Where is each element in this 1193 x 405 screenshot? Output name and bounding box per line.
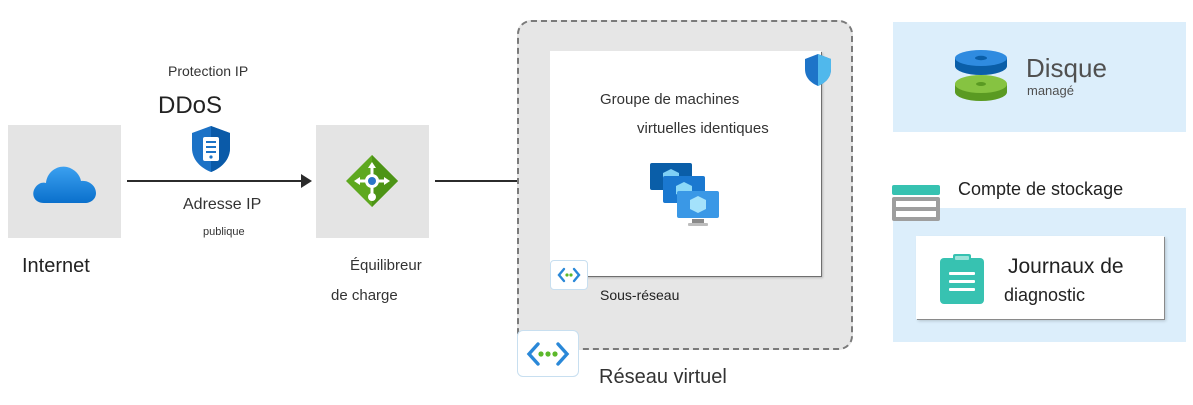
logs-label-2: diagnostic (1004, 285, 1086, 305)
virtual-network-icon (524, 340, 572, 368)
ip-protection-label: Protection IP (168, 63, 249, 79)
managed-disk-icon (953, 50, 1009, 104)
subnet-icon (556, 266, 582, 284)
storage-account-icon (892, 183, 940, 223)
vm-scale-set-icon (650, 163, 722, 233)
diagnostic-logs-card: Journaux de diagnostic (916, 236, 1164, 319)
subnet-badge (550, 260, 588, 290)
cloud-icon (30, 161, 98, 205)
ddos-title: DDoS (158, 92, 223, 119)
storage-account-label: Compte de stockage (958, 179, 1124, 199)
disk-subtitle: managé (1027, 83, 1074, 98)
load-balancer-label-2: de charge (331, 287, 398, 304)
disk-title: Disque (1026, 53, 1107, 83)
vmss-label-2: virtuelles identiques (637, 120, 769, 137)
load-balancer-label-1: Équilibreur (350, 257, 422, 274)
managed-disk-tile: Disque managé (893, 22, 1186, 132)
security-shield-icon (803, 53, 833, 87)
diagnostic-logs-icon (940, 254, 984, 304)
subnet-label: Sous-réseau (600, 287, 680, 303)
load-balancer-icon (344, 153, 400, 209)
ddos-shield-icon (189, 124, 233, 174)
public-ip-label: Adresse IP (183, 196, 262, 213)
logs-label-1: Journaux de (1008, 255, 1124, 278)
load-balancer-tile (316, 125, 429, 238)
internet-label: Internet (22, 255, 90, 277)
internet-to-lb-arrow (127, 174, 312, 188)
vnet-label: Réseau virtuel (599, 366, 727, 388)
public-ip-sublabel: publique (203, 226, 245, 238)
vnet-badge (517, 330, 579, 377)
vmss-label-1: Groupe de machines (600, 91, 740, 108)
internet-tile (8, 125, 121, 238)
